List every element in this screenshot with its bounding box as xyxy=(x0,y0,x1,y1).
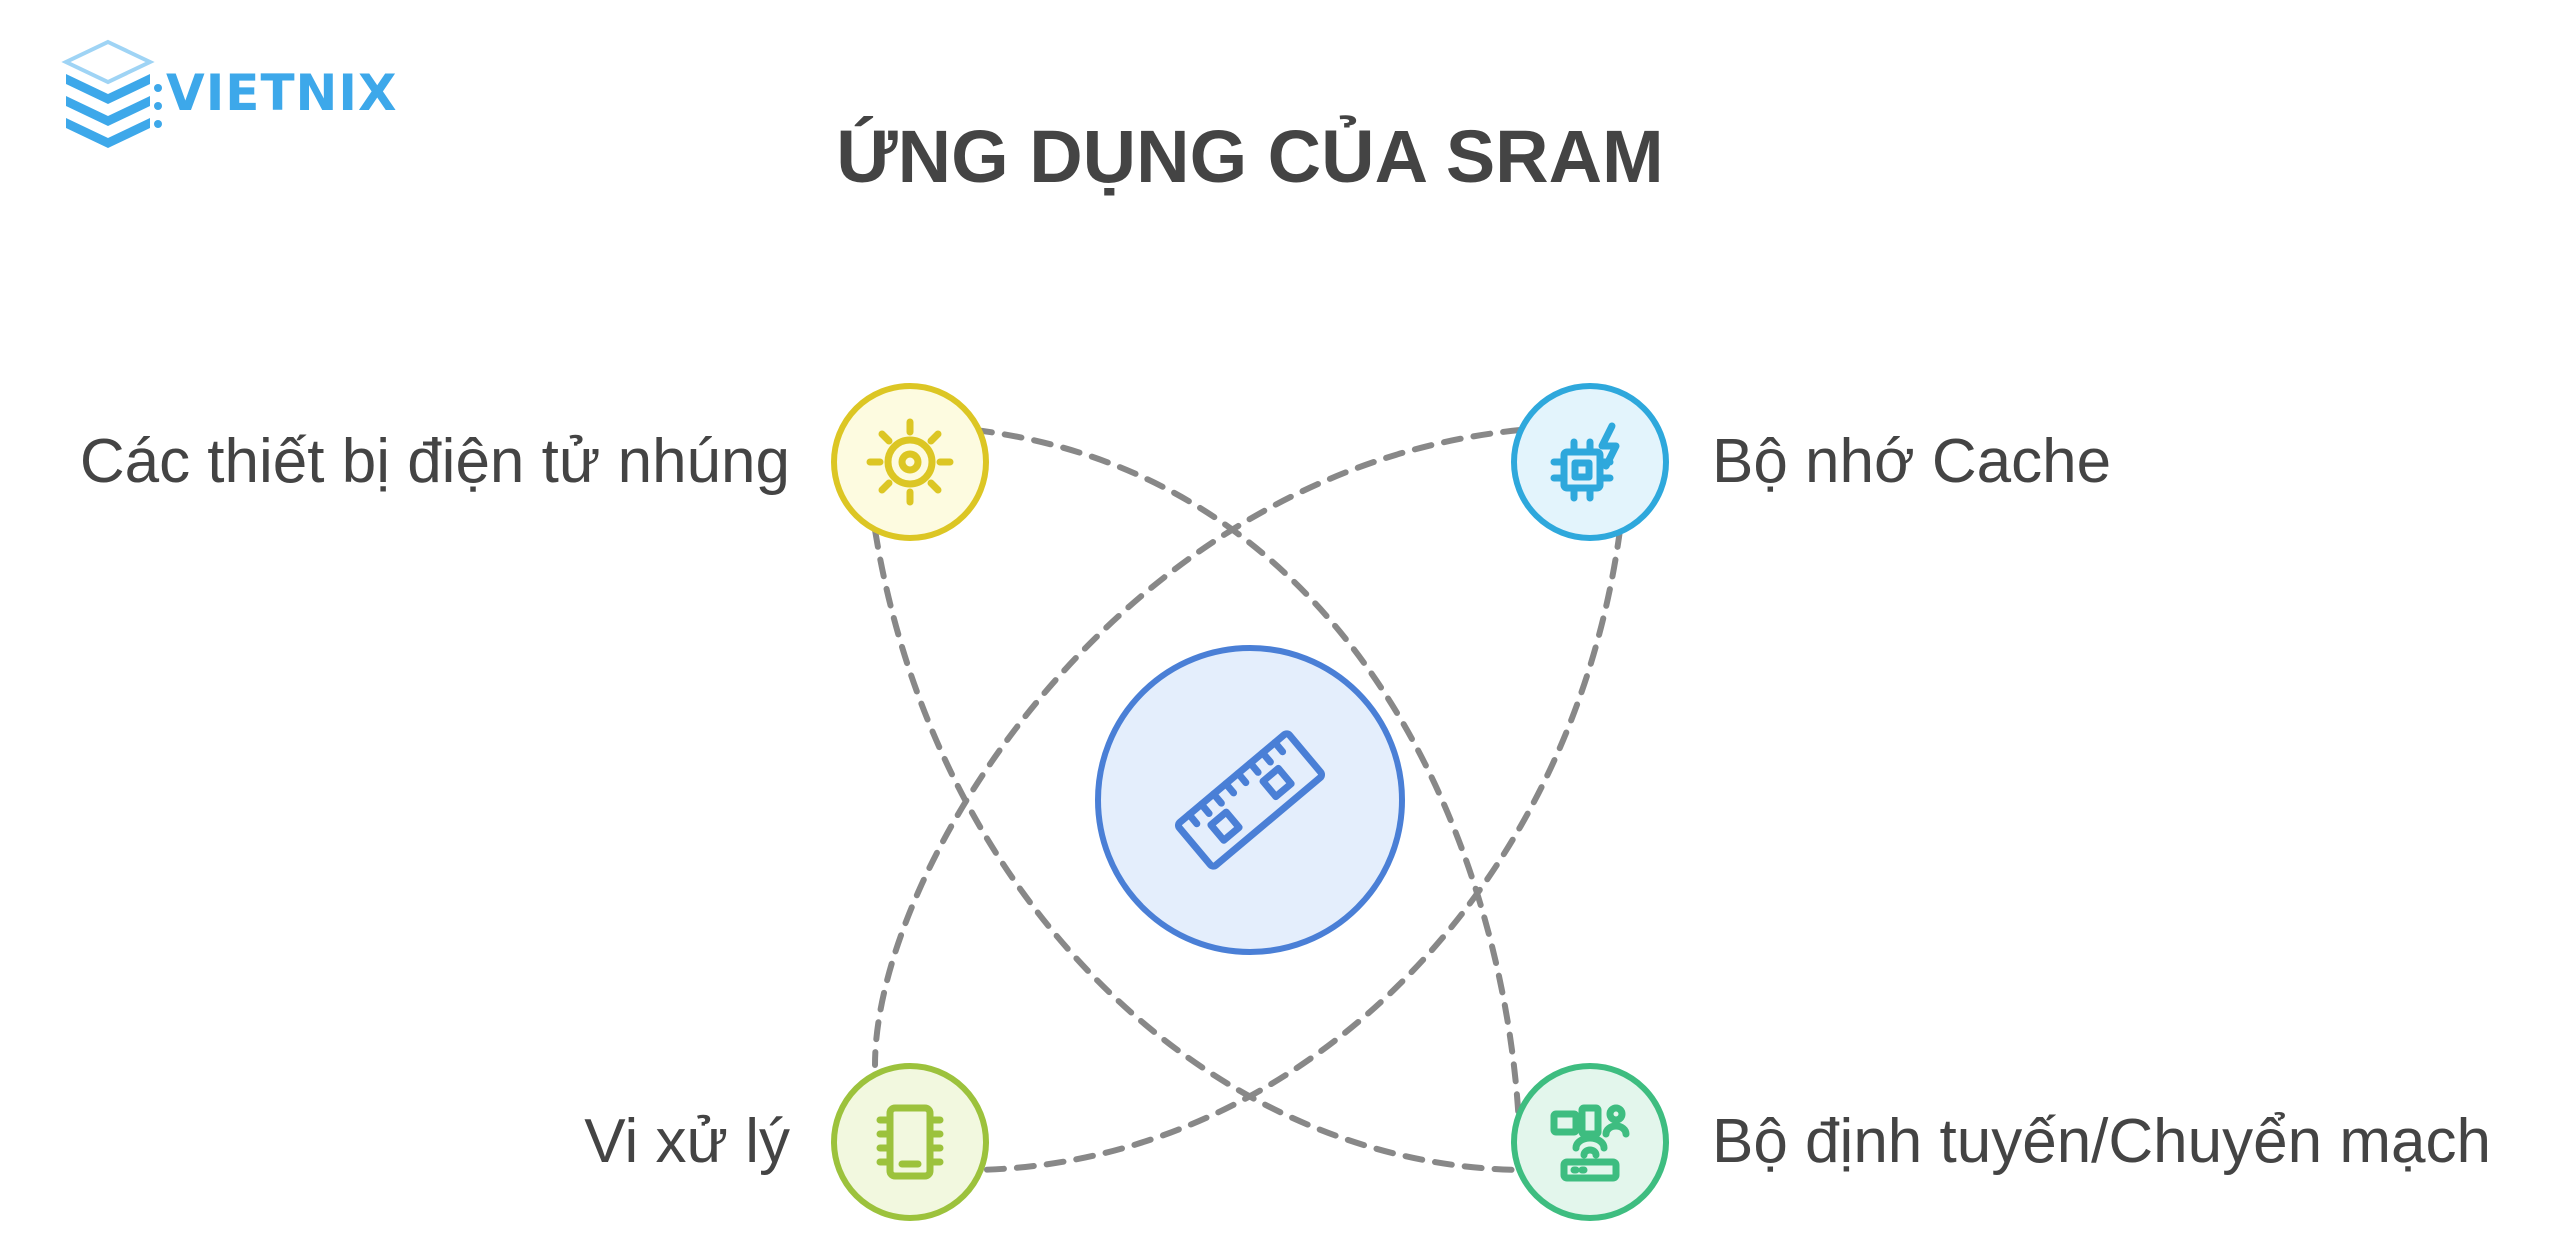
gear-icon xyxy=(866,418,954,506)
logo-text: VIETNIX xyxy=(166,64,398,122)
chip-lightning-icon xyxy=(1550,422,1620,502)
connector-lines xyxy=(872,427,1623,1173)
vietnix-logo: VIETNIX xyxy=(61,39,398,148)
node-cache-memory: Bộ nhớ Cache xyxy=(1511,383,2111,541)
center-node xyxy=(1095,645,1405,955)
connector-embedded-to-router xyxy=(972,427,1523,1168)
processor-circle xyxy=(831,1063,989,1221)
router-switch-circle xyxy=(1511,1063,1669,1221)
page-title: ỨNG DỤNG CỦA SRAM xyxy=(836,115,1663,198)
cache-memory-label: Bộ nhớ Cache xyxy=(1712,427,2111,496)
router-devices-icon xyxy=(1550,1104,1630,1182)
center-circle xyxy=(1095,645,1405,955)
node-embedded-devices: Các thiết bị điện tử nhúng xyxy=(80,383,989,541)
processor-label: Vi xử lý xyxy=(584,1107,790,1176)
connector-embedded-to-router-lower xyxy=(872,527,1523,1173)
node-router-switch: Bộ định tuyến/Chuyển mạch xyxy=(1511,1063,2491,1221)
server-stack-logo-icon xyxy=(61,39,162,148)
router-switch-label: Bộ định tuyến/Chuyển mạch xyxy=(1712,1107,2491,1176)
connector-cache-to-processor-lower xyxy=(972,527,1623,1173)
connector-cache-to-processor xyxy=(872,427,1523,1068)
embedded-devices-circle xyxy=(831,383,989,541)
embedded-devices-label: Các thiết bị điện tử nhúng xyxy=(80,427,790,496)
node-processor: Vi xử lý xyxy=(584,1063,989,1221)
ram-module-icon xyxy=(1174,730,1326,870)
processor-chip-icon xyxy=(876,1104,944,1180)
